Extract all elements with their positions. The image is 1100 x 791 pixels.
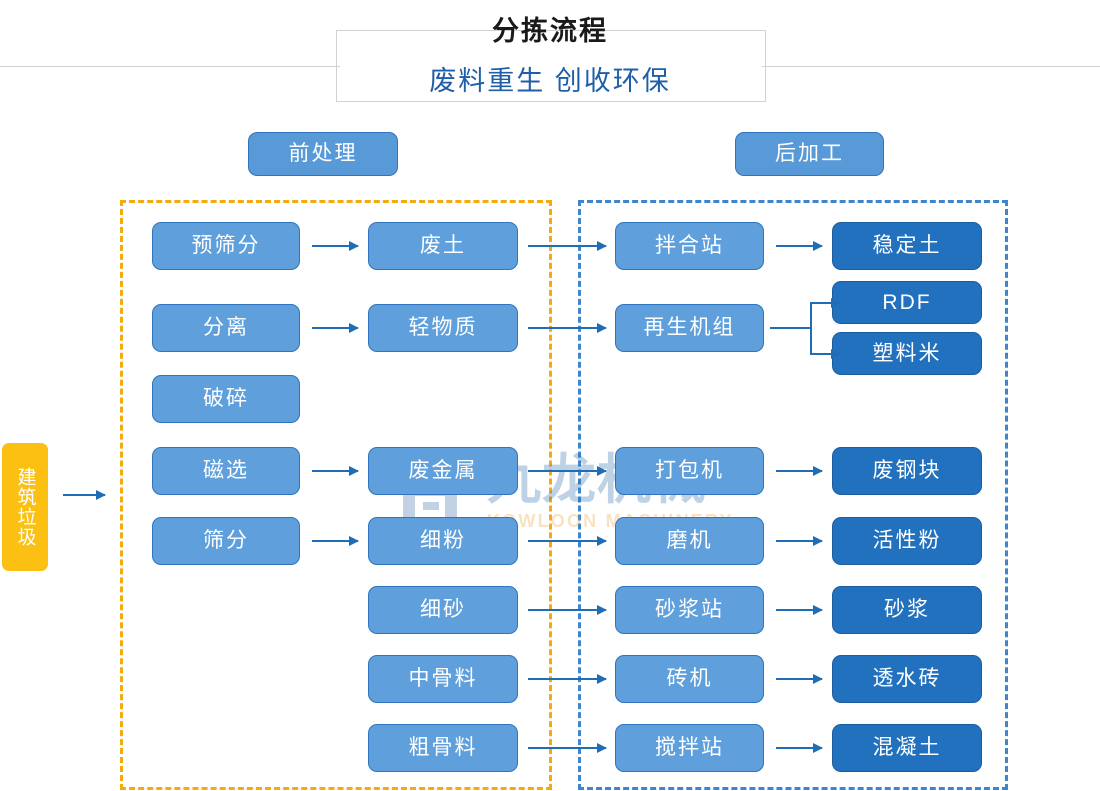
- node-pre-output-1[interactable]: 废土: [368, 222, 518, 270]
- node-product-7[interactable]: 透水砖: [832, 655, 982, 703]
- title-rule-left: [0, 66, 340, 67]
- arrow-out6-to-post6: [528, 674, 607, 684]
- node-product-2[interactable]: RDF: [832, 281, 982, 324]
- node-pre-output-7[interactable]: 粗骨料: [368, 724, 518, 772]
- node-post-equipment-2[interactable]: 再生机组: [615, 304, 764, 352]
- arrow-post4-to-product5: [776, 536, 823, 546]
- group-container-post-processing: [578, 200, 1008, 790]
- arrow-pre1-to-out1: [312, 241, 359, 251]
- arrow-out2-to-post2: [528, 323, 607, 333]
- node-pre-output-3[interactable]: 废金属: [368, 447, 518, 495]
- node-pre-equipment-3[interactable]: 破碎: [152, 375, 300, 423]
- page-title: 分拣流程: [492, 16, 608, 46]
- node-post-equipment-5[interactable]: 砂浆站: [615, 586, 764, 634]
- node-pre-output-4[interactable]: 细粉: [368, 517, 518, 565]
- arrow-pre2-to-out2: [312, 323, 359, 333]
- node-product-5[interactable]: 活性粉: [832, 517, 982, 565]
- arrow-pre5-to-out4: [312, 536, 359, 546]
- arrow-branch-to-plastic: [810, 349, 841, 359]
- arrow-out7-to-post7: [528, 743, 607, 753]
- node-pre-output-5[interactable]: 细砂: [368, 586, 518, 634]
- arrow-branch-to-rdf: [810, 298, 841, 308]
- node-pre-output-6[interactable]: 中骨料: [368, 655, 518, 703]
- arrow-out3-to-post3: [528, 466, 607, 476]
- node-product-6[interactable]: 砂浆: [832, 586, 982, 634]
- arrow-pre4-to-out3: [312, 466, 359, 476]
- arrow-input-to-pre: [63, 490, 106, 500]
- node-pre-output-2[interactable]: 轻物质: [368, 304, 518, 352]
- title-rule-right: [762, 66, 1100, 67]
- arrow-post1-to-product1: [776, 241, 823, 251]
- arrow-post6-to-product7: [776, 674, 823, 684]
- node-product-4[interactable]: 废钢块: [832, 447, 982, 495]
- node-pre-equipment-5[interactable]: 筛分: [152, 517, 300, 565]
- input-node-construction-waste: 建筑垃圾: [2, 443, 48, 571]
- page-subtitle: 废料重生 创收环保: [429, 66, 671, 96]
- node-post-equipment-4[interactable]: 磨机: [615, 517, 764, 565]
- section-tab-pre-processing[interactable]: 前处理: [248, 132, 398, 176]
- node-post-equipment-6[interactable]: 砖机: [615, 655, 764, 703]
- node-post-equipment-3[interactable]: 打包机: [615, 447, 764, 495]
- group-container-pre-processing: [120, 200, 552, 790]
- section-tab-post-processing[interactable]: 后加工: [735, 132, 884, 176]
- node-pre-equipment-4[interactable]: 磁选: [152, 447, 300, 495]
- arrow-post7-to-product8: [776, 743, 823, 753]
- arrow-out1-to-post1: [528, 241, 607, 251]
- title-frame: [336, 30, 766, 102]
- node-pre-equipment-2[interactable]: 分离: [152, 304, 300, 352]
- node-post-equipment-1[interactable]: 拌合站: [615, 222, 764, 270]
- arrow-post5-to-product6: [776, 605, 823, 615]
- node-product-8[interactable]: 混凝土: [832, 724, 982, 772]
- node-product-1[interactable]: 稳定土: [832, 222, 982, 270]
- arrow-post3-to-product4: [776, 466, 823, 476]
- branch-stem-recycling-unit: [770, 327, 812, 329]
- arrow-out5-to-post5: [528, 605, 607, 615]
- node-post-equipment-7[interactable]: 搅拌站: [615, 724, 764, 772]
- node-product-3[interactable]: 塑料米: [832, 332, 982, 375]
- arrow-out4-to-post4: [528, 536, 607, 546]
- branch-vertical-recycling-unit: [810, 302, 812, 354]
- node-pre-equipment-1[interactable]: 预筛分: [152, 222, 300, 270]
